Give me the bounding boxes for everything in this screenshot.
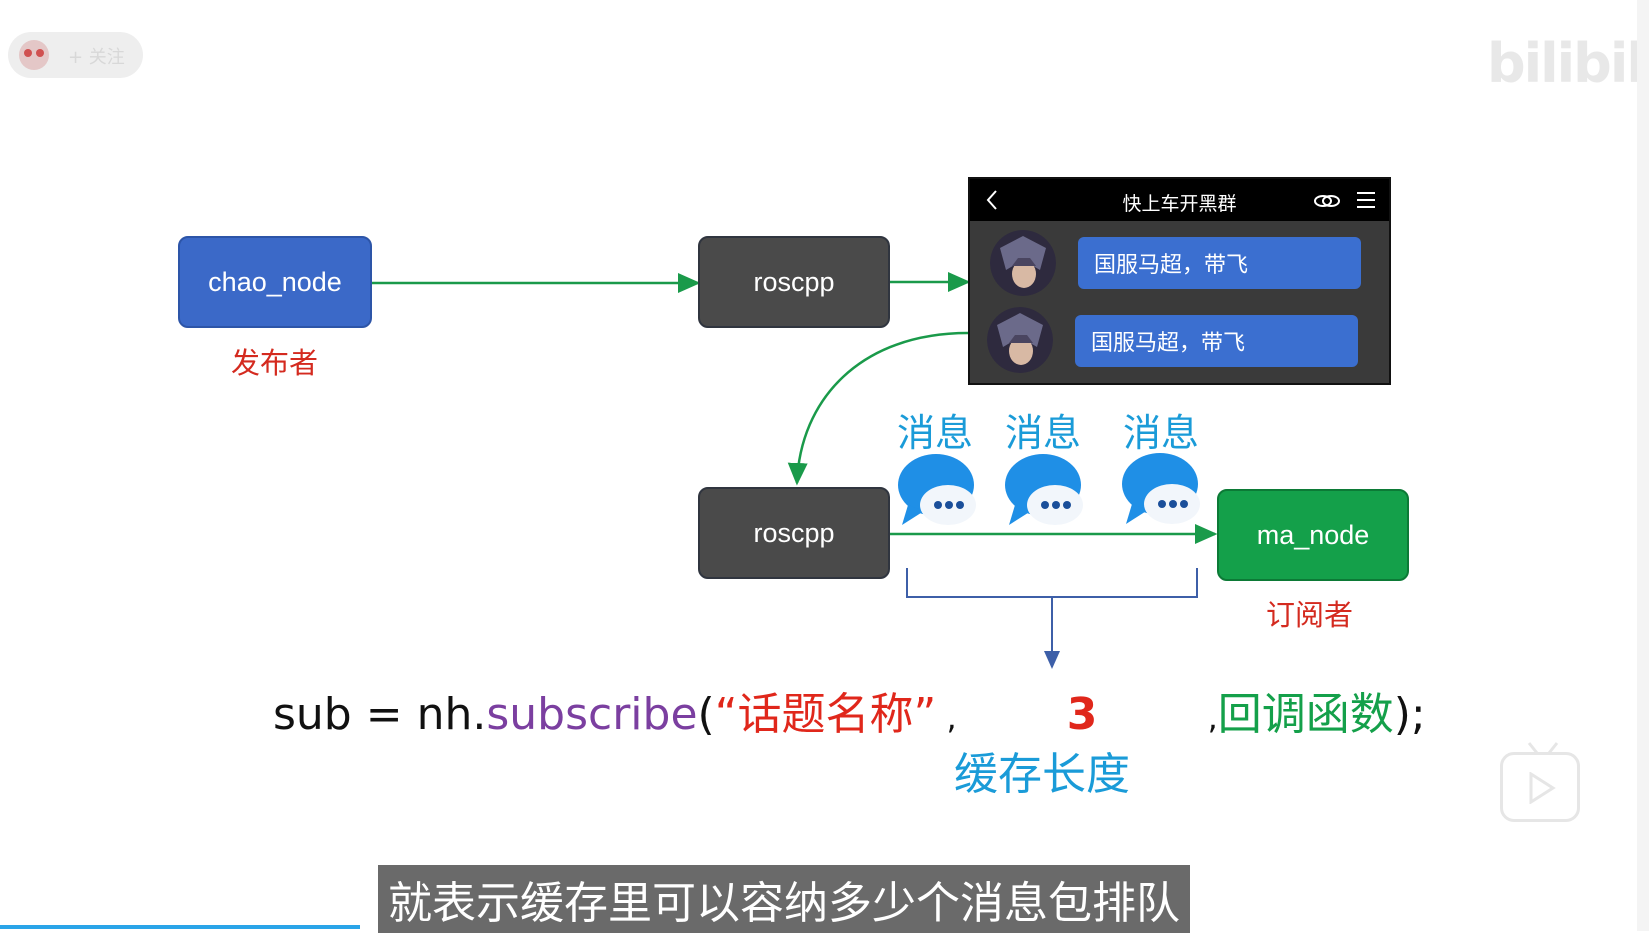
play-button[interactable] [1500,742,1580,822]
code-close-paren: ); [1393,689,1426,740]
message-bubble-icon [898,454,976,525]
playback-progress-bar[interactable] [0,925,360,929]
chat-message: 国服马超，带飞 [1075,315,1358,367]
code-queue-size: 3 [1066,689,1098,740]
code-line: sub = nh.subscribe(“话题名称” , 3 ,回调函数); [273,678,1426,742]
tv-antenna-icon [1527,742,1559,754]
avatar-icon [19,40,49,70]
code-comma: , [1197,699,1218,737]
code-method: subscribe [486,689,698,740]
menu-icon [1357,192,1375,208]
code-topic: “话题名称” [714,689,937,740]
subscriber-node-label: ma_node [1256,519,1370,550]
publisher-node-label: chao_node [208,266,342,297]
message-bubble-icon [1122,453,1200,524]
follow-label: + 关注 [68,47,125,68]
back-icon [986,190,997,210]
chat-title: 快上车开黑群 [1122,193,1237,215]
publisher-node: chao_node [178,236,372,328]
code-comma: , [936,699,967,737]
code-prefix: sub = nh. [273,689,487,740]
roscpp-bottom-node: roscpp [698,487,890,579]
message-label: 消息 [1005,411,1082,455]
roscpp-bottom-label: roscpp [753,517,835,548]
subscriber-role: 订阅者 [1266,598,1354,632]
link-icon [1314,195,1340,207]
code-callback: 回调函数 [1217,689,1394,740]
play-icon [1529,772,1556,804]
queue-bracket [906,568,1198,598]
message-bubble-icon [1005,454,1083,525]
chat-avatar [987,307,1053,373]
follow-button[interactable]: + 关注 [8,32,143,78]
subscriber-node: ma_node [1217,489,1409,581]
bilibili-logo: bilibili [1487,32,1649,95]
message-label: 消息 [897,411,974,455]
queue-caption: 缓存长度 [954,749,1130,800]
arrow-chat-to-roscpp [787,331,969,486]
publisher-role: 发布者 [231,346,319,380]
roscpp-top-node: roscpp [698,236,890,328]
chat-panel: 快上车开黑群 国服马超，带飞 国服马超，带飞 [968,177,1391,385]
message-label: 消息 [1123,411,1200,455]
chat-header: 快上车开黑群 [970,179,1389,221]
chat-avatar [990,230,1056,296]
chat-message: 国服马超，带飞 [1078,237,1361,289]
roscpp-top-label: roscpp [753,266,835,297]
scroll-edge [1637,0,1649,931]
video-subtitle: 就表示缓存里可以容纳多少个消息包排队 [378,865,1190,933]
code-open-paren: ( [697,689,715,740]
